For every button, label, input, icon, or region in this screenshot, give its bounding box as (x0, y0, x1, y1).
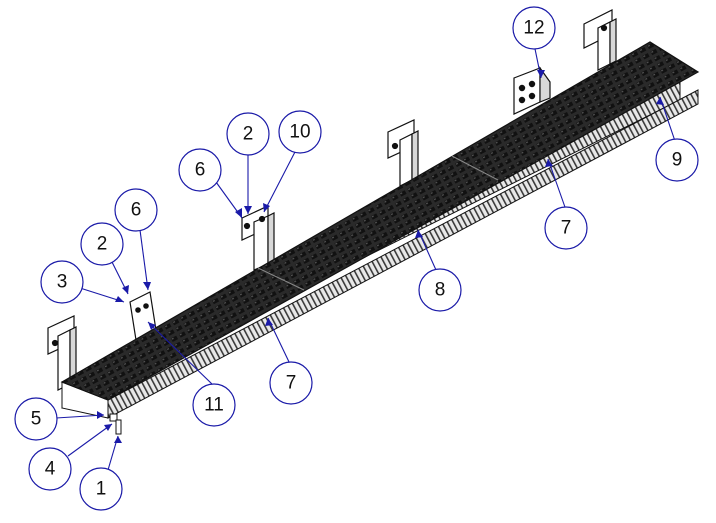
balloon-1: 1 (79, 467, 123, 511)
grating-walkway (60, 41, 700, 401)
svg-text:12: 12 (523, 18, 544, 39)
svg-text:5: 5 (31, 409, 42, 430)
balloon-7-mid: 7 (269, 361, 313, 405)
balloon-7-right: 7 (544, 206, 588, 250)
side-channel-front (107, 89, 699, 419)
svg-text:6: 6 (195, 160, 206, 181)
panel-joints (257, 155, 499, 291)
balloon-3: 3 (40, 260, 84, 304)
svg-text:7: 7 (286, 373, 297, 394)
balloon-5: 5 (14, 397, 58, 441)
balloon-4: 4 (28, 447, 72, 491)
balloon-2-top: 2 (226, 112, 270, 156)
bracket-right-end (583, 9, 617, 71)
bracket-mid-left (241, 205, 275, 271)
svg-text:10: 10 (289, 122, 310, 143)
splice-plate-12 (513, 66, 551, 115)
svg-text:7: 7 (561, 218, 572, 239)
mounting-brackets (47, 9, 617, 391)
svg-text:2: 2 (97, 234, 108, 255)
bracket-left-end (47, 315, 77, 391)
balloon-9: 9 (655, 138, 699, 182)
leader-arrowheads (97, 70, 664, 443)
svg-text:6: 6 (131, 200, 142, 221)
balloon-11: 11 (192, 383, 236, 427)
balloon-6-left: 6 (114, 188, 158, 232)
svg-text:3: 3 (57, 272, 68, 293)
balloon-12: 12 (512, 6, 556, 50)
balloon-10: 10 (278, 110, 322, 154)
svg-text:1: 1 (96, 479, 107, 500)
leader-lines (55, 43, 677, 471)
svg-text:2: 2 (243, 124, 254, 145)
svg-text:11: 11 (204, 395, 224, 416)
bracket-center (387, 119, 419, 187)
svg-text:9: 9 (672, 150, 683, 171)
balloon-2-left: 2 (80, 222, 124, 266)
svg-text:8: 8 (435, 280, 446, 301)
balloon-6-top: 6 (178, 148, 222, 192)
svg-text:4: 4 (45, 459, 56, 480)
balloon-8: 8 (418, 268, 462, 312)
bolt-assembly-bottom (109, 413, 122, 435)
